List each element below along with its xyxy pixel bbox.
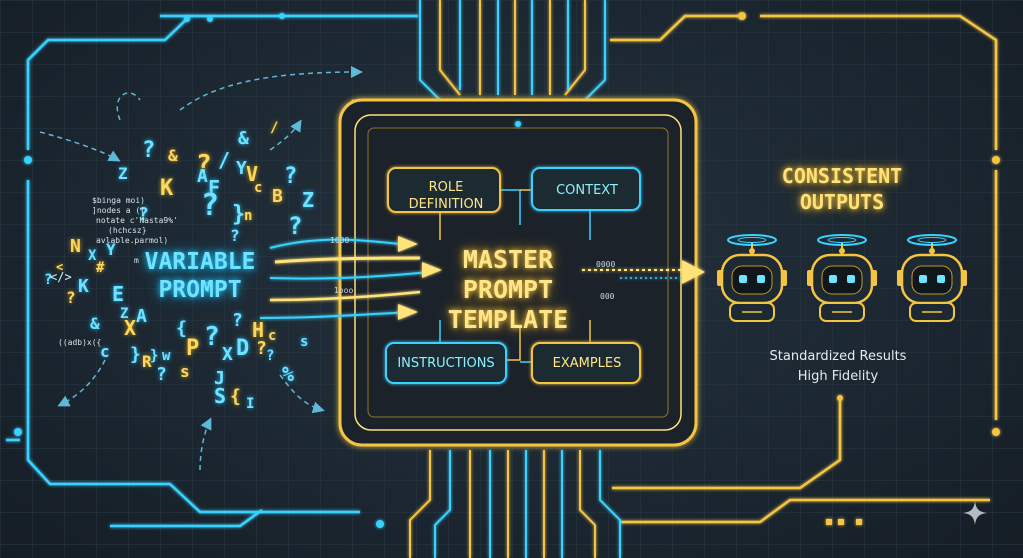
variable-glyph: H — [252, 318, 265, 342]
context-label: CONTEXT — [556, 183, 618, 198]
variable-glyph: w — [162, 348, 171, 364]
variable-glyph: ? — [284, 164, 298, 189]
variable-glyph: Z — [120, 306, 129, 322]
variable-glyph: K — [160, 176, 174, 201]
variable-glyph: A — [136, 306, 147, 327]
variable-glyph: J — [214, 368, 225, 389]
variable-glyph: B — [272, 186, 283, 207]
variable-glyph: Y — [106, 240, 116, 259]
left-circuit-nodes — [14, 13, 384, 528]
variable-glyph: < — [56, 260, 64, 274]
variable-glyph: % — [282, 362, 295, 386]
variable-glyph: c — [268, 328, 277, 344]
variable-glyph: s — [300, 334, 309, 350]
variable-glyph: Z — [302, 188, 315, 212]
master-prompt-template-title: MASTER PROMPT TEMPLATE — [447, 245, 569, 334]
role-definition-box — [387, 167, 501, 213]
variable-glyph: Z — [118, 164, 128, 183]
results-line-1: Standardized Results — [769, 349, 907, 364]
variable-glyph: & — [90, 314, 100, 333]
results-line-2: High Fidelity — [797, 369, 879, 384]
variable-glyph: X — [222, 344, 233, 365]
code-stream-label: 1000 — [330, 236, 350, 245]
code-stream-label: 1ooo — [334, 286, 354, 295]
variable-glyph: c — [254, 180, 263, 196]
variable-glyph: & — [238, 128, 249, 149]
variable-glyph: ? — [204, 322, 220, 352]
code-snippet-line: </> — [50, 270, 72, 284]
variable-glyph: ? — [138, 204, 149, 225]
variable-glyph: ? — [232, 310, 243, 331]
variable-glyph: n — [244, 208, 253, 224]
instructions-label: INSTRUCTIONS — [397, 356, 495, 371]
top-bus — [419, 0, 606, 101]
code-stream-label: 0000 — [596, 260, 616, 269]
variable-glyph: ? — [230, 226, 240, 245]
variable-glyph: ? — [66, 288, 76, 307]
examples-box — [531, 342, 641, 384]
context-box — [531, 167, 641, 211]
variable-glyph: & — [168, 146, 178, 165]
code-snippet-line: $binga moi) — [92, 196, 145, 205]
variable-glyph: S — [214, 384, 227, 408]
code-stream-label: 000 — [600, 292, 615, 301]
variable-glyph: } — [130, 344, 141, 365]
right-circuit-traces — [610, 14, 998, 524]
variable-glyph: K — [78, 276, 89, 297]
variable-glyph: s — [180, 362, 190, 381]
examples-label: EXAMPLES — [552, 356, 622, 371]
left-circuit-traces — [6, 14, 418, 528]
variable-glyph: Y — [236, 158, 247, 179]
variable-glyph: c — [100, 342, 110, 361]
variable-glyph: ? — [142, 138, 156, 163]
variable-glyph: ? — [156, 364, 167, 385]
variable-glyph: I — [246, 396, 255, 412]
variable-glyph: R — [142, 352, 152, 371]
variable-glyph: F — [208, 176, 221, 200]
variable-glyph: # — [96, 260, 105, 276]
right-circuit-nodes — [738, 12, 1000, 525]
variable-glyph: N — [70, 236, 81, 257]
bottom-bus — [409, 450, 621, 558]
results-caption: Standardized Results High Fidelity — [738, 347, 938, 387]
code-snippet-line: (hchcsz} — [108, 226, 147, 235]
variable-glyph: V — [246, 162, 259, 186]
dashed-flow-arrows — [39, 66, 363, 471]
code-snippet-line: m — [134, 256, 139, 265]
variable-glyph: ? — [44, 272, 53, 288]
variable-glyph: } — [232, 202, 246, 227]
output-arrow — [582, 260, 705, 284]
variable-glyph: / — [218, 148, 231, 172]
role-definition-label: ROLE DEFINITION — [408, 180, 484, 212]
input-arrows — [259, 236, 442, 320]
variable-prompt-title: VARIABLE PROMPT — [144, 249, 256, 303]
variable-glyph: A — [197, 166, 208, 187]
variable-glyph: P — [186, 336, 200, 361]
variable-glyph: { — [176, 318, 187, 339]
variable-glyph: ? — [196, 150, 212, 180]
code-snippet-line: ((adb)x({ — [58, 338, 102, 347]
variable-glyph: ? — [266, 348, 275, 364]
variable-glyph: X — [124, 316, 137, 340]
variable-glyph: ? — [204, 280, 213, 296]
consistent-outputs-title: CONSISTENT OUTPUTS — [781, 164, 903, 214]
variable-glyph: / — [270, 120, 279, 136]
variable-glyph: D — [236, 336, 250, 361]
instructions-box — [385, 342, 507, 384]
variable-glyph: } — [150, 348, 159, 364]
variable-glyph: ? — [288, 212, 303, 240]
variable-glyph: X — [88, 248, 97, 264]
variable-glyph: E — [112, 282, 125, 306]
code-snippet-line: ]nodes a (( — [92, 206, 145, 215]
sparkle-icon — [963, 501, 987, 525]
variable-glyph: { — [230, 386, 241, 407]
variable-glyph: ? — [201, 188, 220, 223]
variable-glyph: ? — [256, 338, 267, 359]
code-snippet-line: avlable.parmol) — [96, 236, 169, 245]
code-snippet-line: notate c'Nasta9%' — [96, 216, 178, 225]
